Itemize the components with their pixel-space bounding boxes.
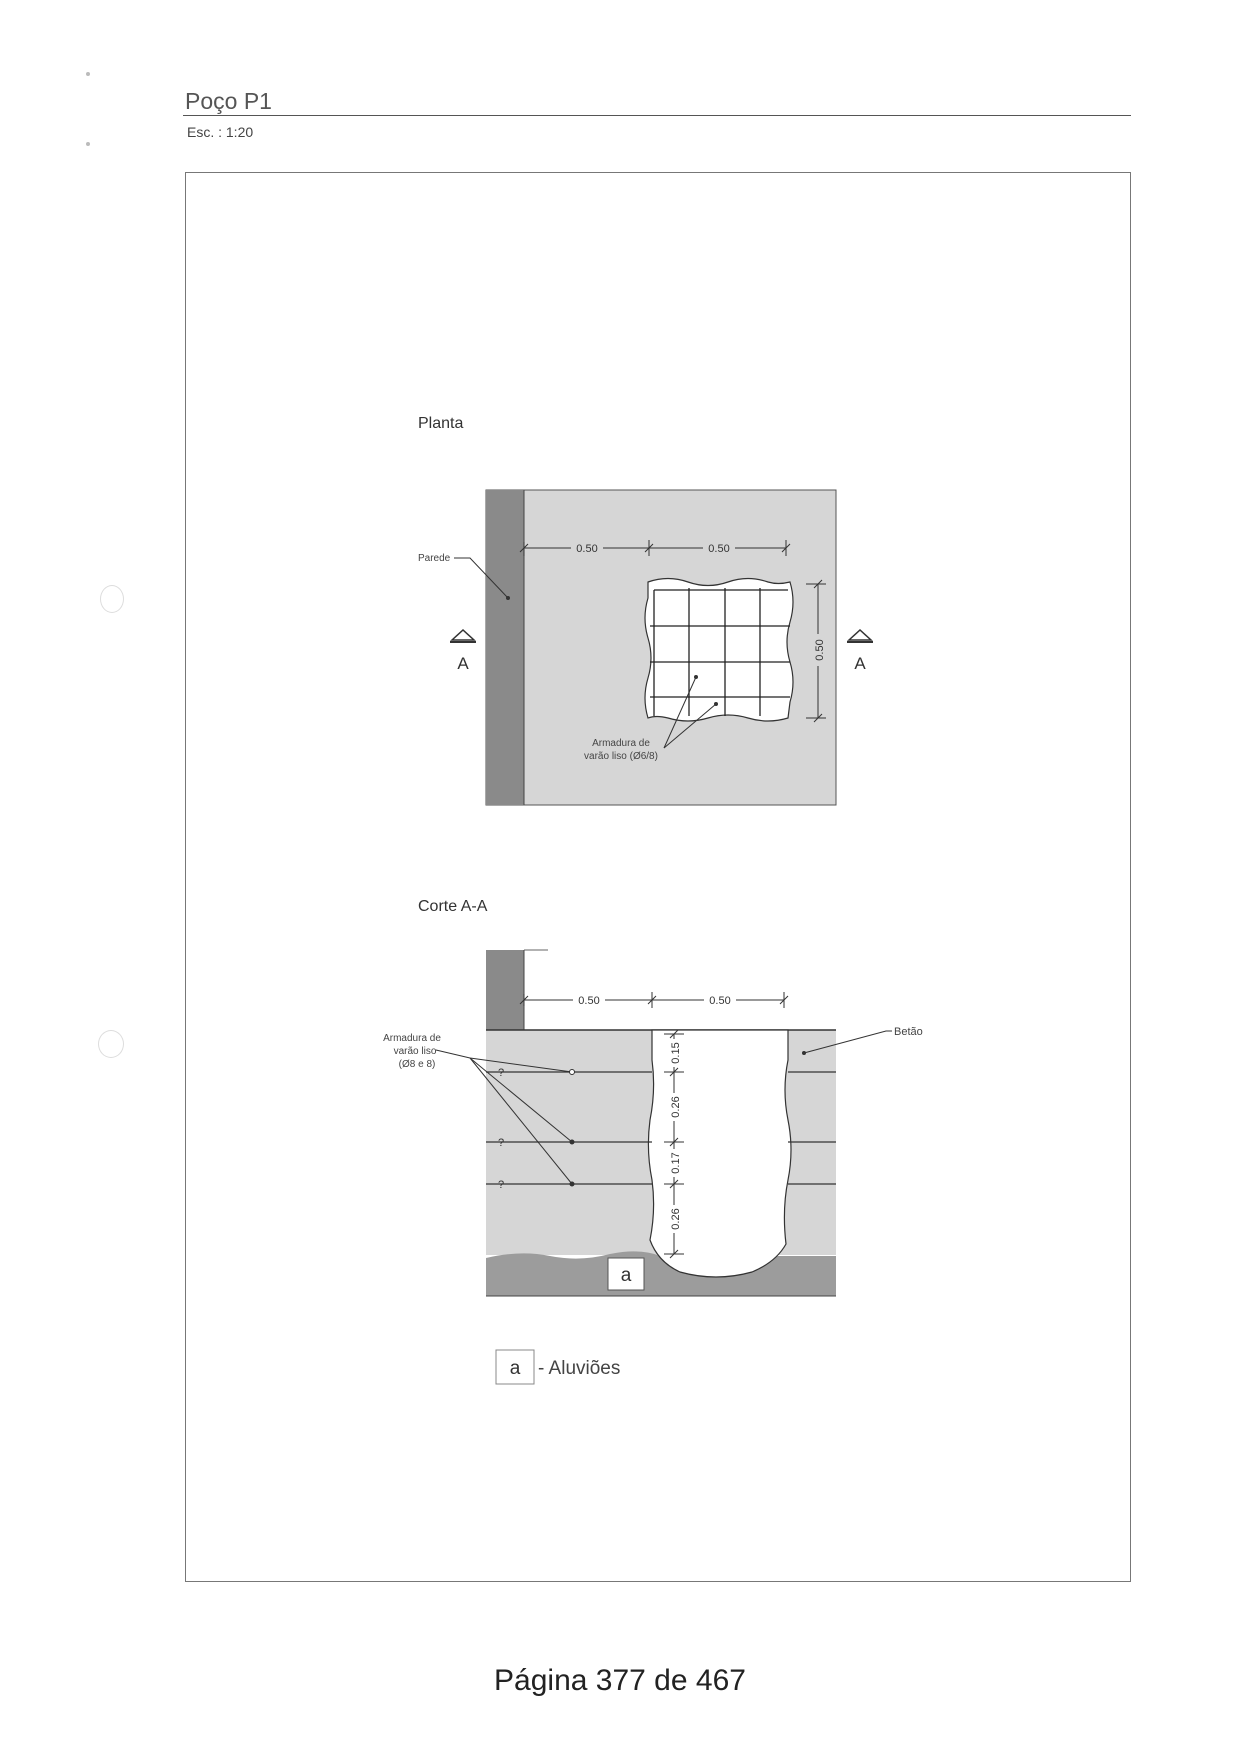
plan-rebar-label-l2: varão liso (Ø6/8) <box>584 751 658 762</box>
punch-hole <box>98 1030 124 1058</box>
plan-rebar-label-l1: Armadura de <box>592 738 650 749</box>
section-title: Corte A-A <box>418 898 488 915</box>
plan-view: Planta 0.50 <box>418 415 873 806</box>
section-marker-left: A <box>450 628 476 673</box>
unknown-mark-2: ? <box>498 1137 504 1149</box>
unknown-mark-1: ? <box>498 1067 504 1079</box>
plan-rebar-grid <box>650 588 790 716</box>
legend-text: - Aluviões <box>538 1358 620 1379</box>
plan-dim-horizontal <box>519 540 791 556</box>
section-mark-right: A <box>854 654 866 673</box>
plan-dim-v: 0.50 <box>814 639 826 660</box>
punch-mark <box>86 142 90 146</box>
section-dim-v-2: 0.26 <box>670 1096 682 1117</box>
drawing-frame <box>185 172 1131 1582</box>
section-mark-left: A <box>457 654 469 673</box>
unknown-mark-3: ? <box>498 1179 504 1191</box>
section-excavation <box>647 1029 792 1278</box>
plan-dim-h1: 0.50 <box>576 543 597 555</box>
concrete-label: Betão <box>894 1026 923 1038</box>
punch-hole <box>100 585 124 613</box>
section-dim-h2: 0.50 <box>709 995 730 1007</box>
section-marker-right: A <box>847 628 873 673</box>
section-dim-h1: 0.50 <box>578 995 599 1007</box>
legend: a - Aluviões <box>495 1349 620 1385</box>
punch-mark <box>86 72 90 76</box>
section-dim-v-4: 0.26 <box>670 1208 682 1229</box>
soil-code-box <box>607 1257 645 1291</box>
drawing-scale: Esc. : 1:20 <box>187 124 254 140</box>
section-dim-v-3: 0.17 <box>670 1152 682 1173</box>
plan-wall <box>486 490 524 805</box>
section-wall <box>486 950 524 1030</box>
plan-dim-h2: 0.50 <box>708 543 729 555</box>
section-rebar-label-l1: Armadura de <box>383 1033 441 1044</box>
drawing-title: Poço P1 <box>185 88 272 114</box>
legend-code-box <box>495 1349 535 1385</box>
section-view: Corte A-A <box>383 898 923 1297</box>
section-dim-horizontal <box>519 992 789 1008</box>
soil-code: a <box>621 1265 632 1286</box>
wall-label: Parede <box>418 553 451 564</box>
section-rebar-label-l2: varão liso <box>394 1046 437 1057</box>
header-rule <box>183 115 1131 116</box>
legend-code: a <box>510 1358 521 1379</box>
plan-title: Planta <box>418 415 463 432</box>
page-number: Página 377 de 467 <box>494 1664 746 1697</box>
section-dim-v-1: 0.15 <box>670 1042 682 1063</box>
plan-excavation <box>644 577 794 722</box>
section-rebar-label-l3: (Ø8 e 8) <box>399 1059 436 1070</box>
